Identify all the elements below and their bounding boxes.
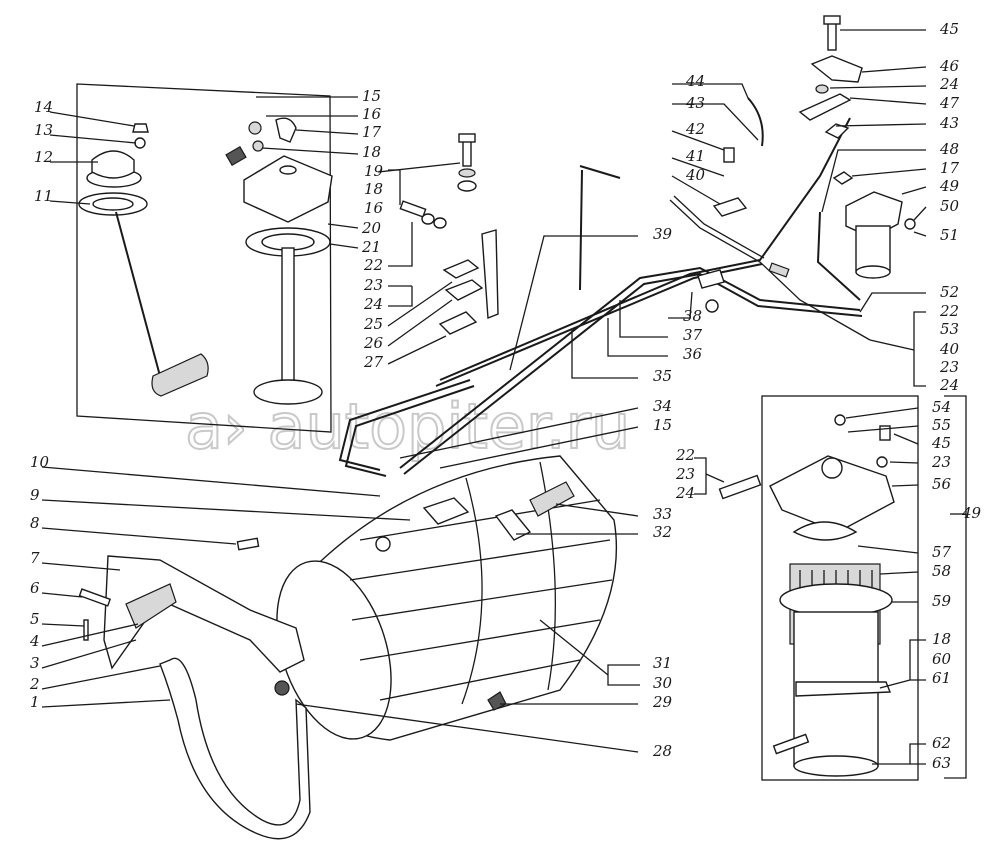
callout-label-46: 46 — [939, 57, 960, 75]
mounting-hardware — [399, 133, 499, 335]
callout-label-58: 58 — [932, 562, 951, 580]
callout-label-31: 31 — [653, 654, 672, 672]
callout-label-56: 56 — [932, 475, 952, 493]
callout-label-18: 18 — [364, 180, 383, 198]
callout-label-22: 22 — [939, 302, 959, 320]
callout-label-14: 14 — [34, 98, 53, 116]
callout-label-44: 44 — [685, 72, 705, 90]
callout-label-16: 16 — [362, 105, 382, 123]
callout-label-19: 19 — [364, 162, 384, 180]
callout-label-32: 32 — [653, 523, 672, 541]
callout-labels: 1234567891011121314151617181918162021222… — [29, 20, 982, 772]
callout-label-24: 24 — [363, 295, 383, 313]
callout-label-35: 35 — [653, 367, 672, 385]
callout-label-34: 34 — [653, 397, 672, 415]
callout-label-11: 11 — [34, 187, 53, 205]
callout-label-12: 12 — [34, 148, 53, 166]
callout-label-15: 15 — [653, 416, 672, 434]
callout-label-62: 62 — [932, 734, 951, 752]
callout-label-9: 9 — [30, 486, 40, 504]
callout-label-53: 53 — [940, 320, 959, 338]
callout-label-8: 8 — [30, 514, 40, 532]
callout-label-18: 18 — [932, 630, 951, 648]
callout-label-23: 23 — [363, 276, 383, 294]
callout-label-18: 18 — [362, 143, 381, 161]
callout-label-43: 43 — [939, 114, 959, 132]
callout-label-49: 49 — [939, 177, 960, 195]
callout-label-63: 63 — [932, 754, 951, 772]
callout-label-17: 17 — [362, 123, 382, 141]
callout-label-17: 17 — [940, 159, 960, 177]
callout-label-15: 15 — [362, 87, 381, 105]
callout-label-39: 39 — [653, 225, 673, 243]
callout-label-10: 10 — [30, 453, 50, 471]
callout-label-21: 21 — [361, 238, 381, 256]
callout-label-43: 43 — [685, 94, 705, 112]
callout-label-5: 5 — [30, 610, 40, 628]
callout-label-40: 40 — [685, 166, 706, 184]
callout-label-28: 28 — [652, 742, 672, 760]
callout-label-22: 22 — [363, 256, 383, 274]
callout-label-2: 2 — [29, 675, 40, 693]
callout-label-41: 41 — [685, 147, 705, 165]
callout-label-29: 29 — [652, 693, 673, 711]
fuel-lines — [338, 97, 871, 477]
fuel-filter-small — [832, 171, 916, 279]
callout-label-24: 24 — [675, 484, 695, 502]
callout-label-24: 24 — [939, 376, 959, 394]
callout-label-50: 50 — [940, 197, 960, 215]
callout-label-42: 42 — [685, 120, 705, 138]
callout-label-20: 20 — [361, 219, 382, 237]
callout-label-52: 52 — [940, 283, 959, 301]
callout-label-61: 61 — [932, 669, 951, 687]
main-filter-detail — [718, 395, 967, 781]
callout-label-45: 45 — [939, 20, 959, 38]
callout-label-57: 57 — [932, 543, 952, 561]
callout-label-60: 60 — [932, 650, 952, 668]
callout-label-22: 22 — [675, 446, 695, 464]
top-fittings — [697, 15, 863, 313]
callout-label-1: 1 — [30, 693, 40, 711]
callout-label-23: 23 — [675, 465, 695, 483]
callout-label-48: 48 — [939, 140, 959, 158]
callout-label-27: 27 — [363, 353, 384, 371]
callout-label-26: 26 — [363, 334, 384, 352]
callout-label-55: 55 — [932, 416, 951, 434]
callout-label-30: 30 — [653, 674, 673, 692]
callout-label-36: 36 — [683, 345, 703, 363]
callout-label-37: 37 — [683, 326, 703, 344]
callout-label-38: 38 — [683, 307, 702, 325]
callout-label-13: 13 — [34, 121, 53, 139]
callout-label-25: 25 — [363, 315, 383, 333]
callout-label-47: 47 — [939, 94, 960, 112]
callout-label-24: 24 — [939, 75, 959, 93]
callout-label-23: 23 — [931, 453, 951, 471]
callout-label-4: 4 — [29, 632, 40, 650]
callout-label-7: 7 — [30, 549, 40, 567]
callout-label-59: 59 — [932, 592, 952, 610]
callout-label-45: 45 — [931, 434, 951, 452]
callout-label-33: 33 — [653, 505, 672, 523]
callout-label-23: 23 — [939, 358, 959, 376]
fuel-tank — [276, 455, 618, 741]
callout-label-40: 40 — [939, 340, 960, 358]
fuel-sensor-detail — [76, 83, 333, 433]
callout-label-54: 54 — [932, 398, 951, 416]
callout-label-6: 6 — [30, 579, 40, 597]
callout-label-16: 16 — [364, 199, 384, 217]
callout-label-51: 51 — [940, 226, 959, 244]
tank-strap-bracket — [78, 537, 311, 840]
leader-lines — [41, 29, 927, 765]
callout-label-49: 49 — [961, 504, 982, 522]
callout-label-3: 3 — [30, 654, 40, 672]
